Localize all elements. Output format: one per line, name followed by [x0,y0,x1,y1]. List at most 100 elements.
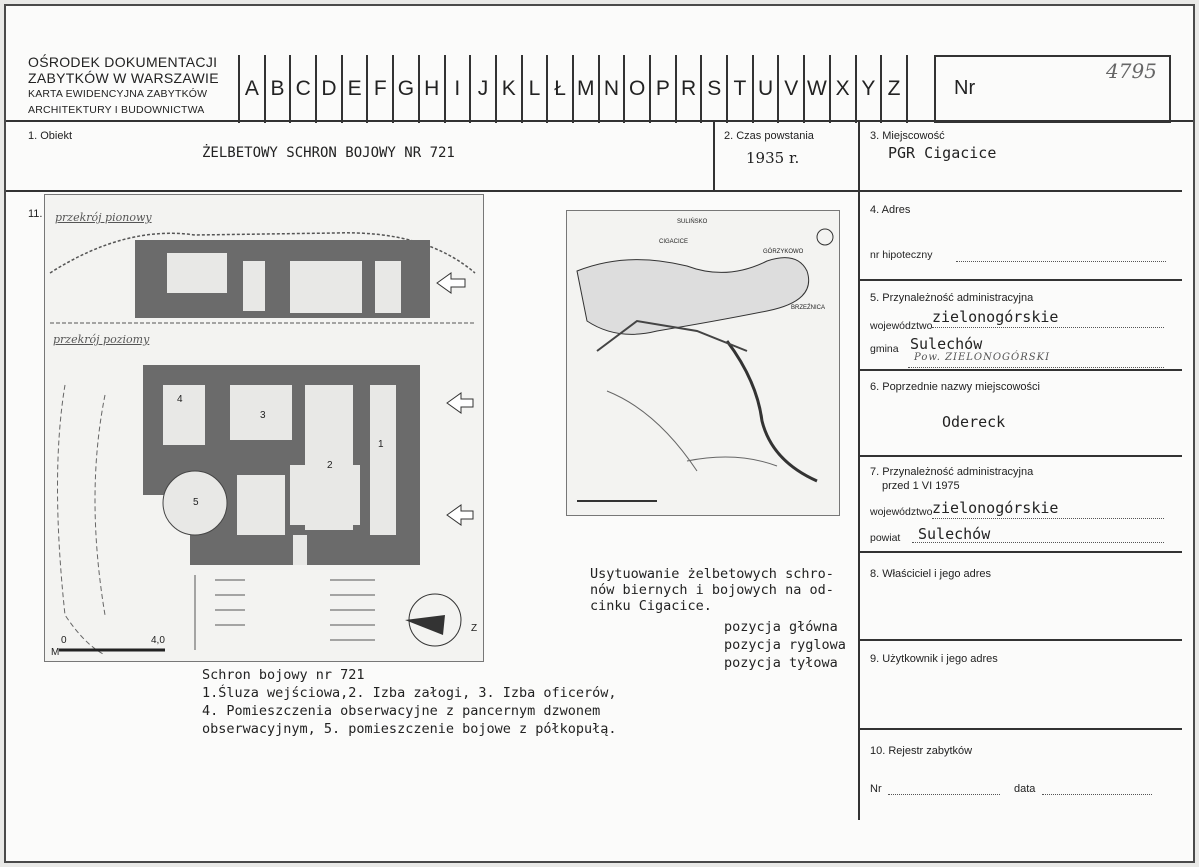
map-legend: pozycja główna pozycja ryglowa pozycja t… [724,618,846,672]
bunker-caption: Schron bojowy nr 721 1.Śluza wejściowa,2… [202,666,617,738]
letter-index-cell: F [368,55,395,123]
section-11-label: 11. [28,208,43,220]
letter-index-cell: B [266,55,292,123]
institution-line: OŚRODEK DOKUMENTACJI [28,54,218,70]
letter-index-cell: H [420,55,446,123]
dotted-line [932,327,1164,328]
map-label: CIGACICE [659,239,689,245]
letter-index-cell: P [651,55,677,123]
miejscowosc-label: 3. Miejscowość [870,130,945,142]
map-caption-line: nów biernych i bojowych na od- [590,582,834,598]
record-number-box: Nr 4795 [934,55,1171,123]
letter-index-cell: U [754,55,780,123]
czas-label: 2. Czas powstania [724,130,814,142]
room-number: 2 [327,460,333,471]
powiat-value: Sulechów [918,525,991,543]
letter-index-cell: J [471,55,497,123]
miejscowosc-value: PGR Cigacice [888,144,997,162]
wojewodztwo-1975-value: zielonogórskie [932,499,1059,517]
map-label: SULIŃSKO [677,219,708,225]
wojewodztwo-value: zielonogórskie [932,308,1059,326]
letter-index-cell: T [728,55,754,123]
letter-index-cell: I [446,55,472,123]
wojewodztwo-1975-label: województwo [870,506,933,518]
gmina-handwritten-note: Pow. ZIELONOGÓRSKI [914,352,1051,363]
letter-index-cell: M [574,55,600,123]
przynaleznosc-1975-label: 7. Przynależność administracyjna [870,466,1034,478]
divider [858,639,1182,641]
bunker-caption-line: 4. Pomieszczenia obserwacyjne z pancerny… [202,703,601,719]
rejestr-label: 10. Rejestr zabytków [870,745,973,757]
letter-index-cell: C [291,55,318,123]
divider [6,120,1193,122]
letter-index-cell: L [523,55,549,123]
divider [858,455,1182,457]
rejestr-data-label: data [1014,783,1036,795]
uzytkownik-label: 9. Użytkownik i jego adres [870,653,998,665]
letter-index-cell: O [625,55,651,123]
map-label: GÓRZYKOWO [763,249,804,255]
map-legend-item: pozycja ryglowa [724,637,846,653]
obiekt-value: ŻELBETOWY SCHRON BOJOWY NR 721 [202,145,455,161]
room-number: 5 [193,497,199,508]
letter-index-cell: K [497,55,523,123]
dotted-line [912,542,1164,543]
letter-index-cell: W [805,55,831,123]
room-number: 4 [177,394,183,405]
letter-index-cell: V [779,55,806,123]
map-legend-item: pozycja główna [724,619,838,635]
map-caption-line: cinku Cigacice. [590,598,712,614]
bunker-caption-line: obserwacyjnym, 5. pomieszczenie bojowe z… [202,721,617,737]
institution-name: OŚRODEK DOKUMENTACJI ZABYTKÓW W WARSZAWI… [28,54,219,118]
bunker-plan-svg [49,232,476,656]
czas-value: 1935 r. [746,149,800,167]
rejestr-nr-label: Nr [870,783,882,795]
letter-index-cell: G [394,55,420,123]
letter-index-cell: Z [882,55,908,123]
compass-label: Z [471,623,478,634]
wojewodztwo-label: województwo [870,320,933,332]
letter-index-cell: R [677,55,703,123]
scale-end: 4,0 [151,635,165,646]
map-caption: Usytuowanie żelbetowych schro- nów biern… [590,566,834,614]
record-card: OŚRODEK DOKUMENTACJI ZABYTKÓW W WARSZAWI… [4,4,1195,863]
vertical-section-label: przekrój pionowy [55,211,152,224]
poprzednie-nazwy-label: 6. Poprzednie nazwy miejscowości [870,381,1040,393]
nr-hipoteczny-label: nr hipoteczny [870,249,933,261]
letter-index-cell: N [600,55,626,123]
letter-index-cell: A [240,55,266,123]
gmina-value: Sulechów [910,335,983,353]
scale-unit: M [51,647,60,658]
divider [858,369,1182,371]
dotted-line [956,261,1166,262]
location-map-svg [576,228,834,502]
obiekt-label: 1. Obiekt [28,130,73,142]
divider [713,120,715,192]
map-caption-line: Usytuowanie żelbetowych schro- [590,566,834,582]
poprzednie-nazwy-value: Odereck [942,413,1006,431]
gmina-label: gmina [870,343,899,355]
location-map: CIGACICE GÓRZYKOWO SULIŃSKO BRZEŹNICA [566,210,840,516]
scale-start: 0 [61,635,67,646]
dotted-line [908,367,1164,368]
letter-index-cell: E [343,55,369,123]
institution-line: ARCHITEKTURY I BUDOWNICTWA [28,104,205,116]
divider [858,120,860,820]
horizontal-section-label: przekrój poziomy [53,333,150,346]
divider [858,551,1182,553]
bunker-caption-line: 1.Śluza wejściowa,2. Izba załogi, 3. Izb… [202,685,617,701]
map-label: BRZEŹNICA [791,305,826,311]
przynaleznosc-label: 5. Przynależność administracyjna [870,292,1034,304]
przynaleznosc-1975-date: przed 1 VI 1975 [882,480,960,492]
divider [858,279,1182,281]
powiat-label: powiat [870,532,901,544]
dotted-line [932,518,1164,519]
nr-label: Nr [954,77,976,99]
divider [6,190,1182,192]
room-number: 1 [378,439,384,450]
letter-index-cell: X [831,55,857,123]
wlasciciel-label: 8. Właściciel i jego adres [870,568,992,580]
institution-line: ZABYTKÓW W WARSZAWIE [28,70,219,86]
institution-line: KARTA EWIDENCYJNA ZABYTKÓW [28,88,208,100]
